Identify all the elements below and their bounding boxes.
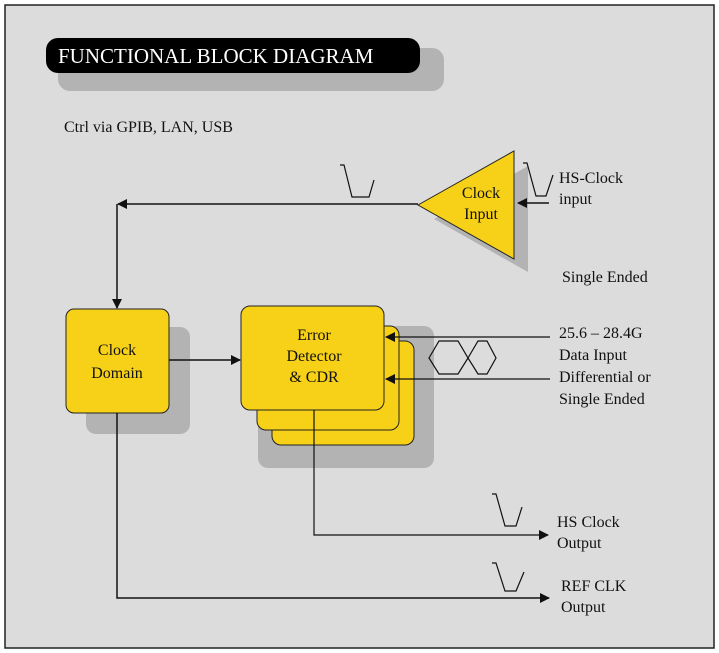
title-badge xyxy=(46,38,420,73)
clock-wave-icon-hs-output xyxy=(492,493,523,527)
ref-clk-output-line xyxy=(116,413,550,603)
hs-clock-output-label-line1: HS Clock xyxy=(557,514,620,531)
hs-clock-input-label-line2: input xyxy=(559,191,592,208)
clock-domain-label-line1: Clock xyxy=(98,342,136,359)
data-input-label-line3: Differential or xyxy=(559,369,651,386)
clock-domain-block xyxy=(65,308,170,414)
clock-input-amplifier xyxy=(416,150,515,260)
clock-wave-icon xyxy=(340,164,375,198)
eye-diagram-icon xyxy=(428,340,497,375)
clock-wave-icon-input xyxy=(523,162,554,197)
ref-clk-output-label-line1: REF CLK xyxy=(561,578,627,595)
hs-clock-output-label-line2: Output xyxy=(557,535,602,552)
error-detector-label-line2: Detector xyxy=(286,348,342,365)
clock-input-label-line1: Clock xyxy=(462,185,500,202)
control-note: Ctrl via GPIB, LAN, USB xyxy=(64,119,233,136)
ref-clk-output-label-line2: Output xyxy=(561,599,606,616)
clock-input-label-line2: Input xyxy=(464,206,498,223)
single-ended-label: Single Ended xyxy=(562,269,648,286)
data-input-label-line1: 25.6 – 28.4G xyxy=(559,325,643,342)
error-detector-label-line3: & CDR xyxy=(289,369,339,386)
clock-wave-icon-ref-output xyxy=(492,562,525,592)
hs-clock-output-line xyxy=(313,410,549,540)
error-detector-block xyxy=(240,305,385,411)
clock-domain-label-line2: Domain xyxy=(91,365,143,382)
diagram-title: FUNCTIONAL BLOCK DIAGRAM xyxy=(58,44,374,68)
hs-clock-input-label-line1: HS-Clock xyxy=(559,170,623,187)
data-input-label-line4: Single Ended xyxy=(559,391,645,408)
data-input-label-line2: Data Input xyxy=(559,347,628,364)
error-detector-label-line1: Error xyxy=(297,327,331,344)
